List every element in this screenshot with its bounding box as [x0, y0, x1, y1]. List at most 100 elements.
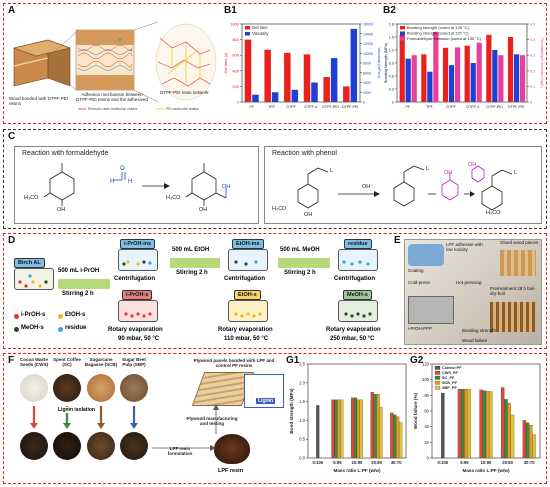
plywood-title: Plywood panels bonded with LPF and contr…: [193, 358, 275, 368]
panel-a-illustration: [12, 21, 217, 110]
b1-y2tick-label: 12000: [363, 42, 373, 46]
chart-g1-bar-series-5: [379, 407, 383, 459]
b2-y2tick-label: 0.3: [530, 54, 535, 58]
formaldehyde-ring2-ome: H₃CO: [166, 195, 181, 201]
chart-g2-ytick-label: 100: [422, 377, 430, 382]
formaldehyde-product-oh: OH: [222, 184, 231, 190]
chart-g1-bar-series-3: [393, 414, 397, 459]
b2-bar-series-3: [411, 55, 417, 102]
phenol-ring2-l: L: [426, 166, 430, 172]
chart-g2-legend-swatch-4: [434, 380, 441, 385]
b1-bar-gel-time: [264, 49, 271, 102]
step1-stirring: Stirring 2 h: [62, 291, 94, 297]
b2-bar-series-2: [492, 50, 498, 102]
chart-g1-xlabel: Mass ratio L:PF (w/w): [334, 468, 381, 473]
rotary-evaporation-3: Rotary evaporation: [326, 327, 381, 333]
b2-ytick-label: 0: [392, 101, 394, 105]
b2-ytick-label: 1.5: [389, 36, 394, 40]
chart-g2-legend-4: SCB_PF: [442, 381, 458, 385]
chart-g1-bar-series-4: [337, 399, 341, 459]
panel-f-label: F: [8, 355, 15, 366]
step1-solvent: 500 mL i-PrOH: [58, 268, 100, 274]
b1-xtick-label: DTPF-4: [305, 105, 318, 109]
b1-bar-viscosity: [252, 94, 259, 102]
b1-bar-gel-time: [244, 39, 252, 102]
plywood-manufacturing: Plywood manufacturing and testing: [186, 416, 238, 426]
b2-xtick-label: TPF: [426, 105, 434, 109]
panel-e-coating: Coating: [408, 268, 424, 273]
centrifugation-2: Centrifugation: [224, 276, 265, 282]
phenol-product-oh: OH: [468, 162, 477, 168]
panel-c-label: C: [8, 131, 16, 142]
formaldehyde-ring2-oh: OH: [199, 207, 208, 213]
lignin-isolation-label: Lignin isolation: [58, 407, 95, 413]
b1-bar-viscosity: [350, 28, 358, 102]
chart-g2-legend-swatch-2: [434, 370, 441, 375]
b1-ytick-label: 800: [232, 37, 239, 42]
chart-g2-ytick-label: 40: [424, 424, 429, 429]
b2-bar-series-2: [448, 65, 455, 102]
panel-fg-frame: [3, 353, 547, 484]
chart-g1-ytick-label: 2.5: [299, 362, 305, 367]
panel-de-frame: [3, 233, 547, 349]
reaction-formaldehyde-scheme: H O H: [43, 163, 227, 206]
b1-xtick-label: DTPF-PEI: [322, 105, 338, 109]
chart-g2-xtick-label: 20:80: [502, 460, 513, 465]
centrifugation-1: Centrifugation: [114, 276, 155, 282]
lignin-sbp-image: [120, 432, 148, 460]
b1-bar-viscosity: [330, 58, 338, 102]
chart-g2-xtick-label: 10:90: [481, 460, 492, 465]
b2-ytick-label: 0.6: [389, 75, 394, 79]
etoh-s-flask: [228, 300, 268, 322]
chart-g1-xtick-label: 5:95: [333, 460, 342, 465]
meoh-s-flask: [338, 300, 378, 322]
reaction-phenol-title: Reaction with phenol: [272, 150, 337, 157]
lignin-sc-image: [53, 432, 81, 460]
step3-stirring: Stirring 2 h: [284, 270, 316, 276]
panel-e-adhesive: LPF adhesive with low toxicity: [446, 242, 483, 252]
panel-g2-label: G2: [410, 355, 424, 366]
step3-arrow: [278, 258, 330, 268]
chart-g2-xtick-label: 30:70: [524, 460, 535, 465]
chart-g2-bar-series-4: [485, 391, 490, 459]
rotary-condition-1: 90 mbar, 50 °C: [118, 336, 160, 342]
b2-legend-swatch-3: [400, 37, 405, 41]
b1-ytick-label: 600: [232, 53, 239, 58]
panel-e-hand: [408, 244, 444, 266]
chart-g1-ytick-label: 0.5: [299, 437, 305, 442]
chart-g2-bar-series-3: [504, 399, 508, 459]
b2-ytick-label: 1.2: [389, 49, 394, 53]
residue-tag: residue: [344, 239, 372, 249]
step1-arrow: [58, 279, 110, 289]
b2-bar-series-3: [476, 42, 482, 102]
formaldehyde-ring1-ome: H₃CO: [24, 195, 39, 201]
b1-bar-gel-time: [303, 54, 311, 102]
chart-g1-ytick-label: 2.0: [299, 380, 305, 385]
panel-a-legend-2: PEI molecular chains: [166, 107, 199, 111]
b2-y2tick-label: 0.4: [530, 38, 535, 42]
panel-a-legend-1: Phenolic resin molecular chains: [88, 107, 138, 111]
reaction-formaldehyde-title: Reaction with formaldehyde: [22, 150, 109, 157]
phenol-ring1-oh: OH: [304, 212, 313, 218]
chart-g2-bar-series-5: [467, 388, 471, 459]
meoh-s-tag: MeOH-s: [343, 290, 372, 300]
chart-g2-bar-series-4: [529, 424, 533, 459]
phenol-ring1-l: L: [330, 168, 334, 174]
chart-g2-ylabel: Wood failure (%): [413, 392, 418, 429]
b2-legend-swatch-2: [400, 31, 405, 35]
chart-g2-legend-3: SC_PF: [442, 376, 455, 380]
source-sbp-image: [120, 374, 148, 402]
svg-text:H: H: [110, 179, 114, 185]
source-sc-image: [53, 374, 81, 402]
b2-bar-series-3: [433, 31, 439, 102]
panel-g1-label: G1: [286, 355, 300, 366]
panel-e-press: [408, 296, 454, 324]
phenol-product-l: L: [514, 170, 518, 176]
b2-ytick-label: 0.3: [389, 88, 394, 92]
chart-g2-xtick-label: 0:100: [437, 460, 448, 465]
chart-g2-ytick-label: 120: [422, 362, 430, 367]
panel-e-product: i-PrOH-PFP: [408, 326, 432, 331]
ipr-s-flask: [118, 300, 158, 322]
